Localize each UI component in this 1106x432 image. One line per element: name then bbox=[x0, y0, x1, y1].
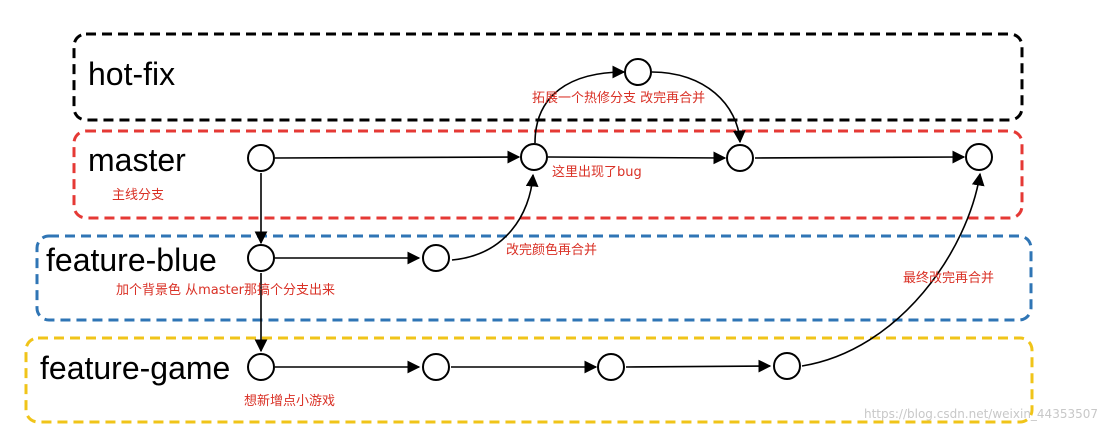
lane-label-master: master bbox=[88, 142, 186, 178]
edge-game-final-merge bbox=[801, 172, 985, 367]
feature-blue-lane-box bbox=[35, 234, 1033, 322]
commit-master-2 bbox=[520, 143, 548, 171]
commit-game-2 bbox=[422, 353, 450, 381]
commit-hotfix-1 bbox=[624, 58, 652, 86]
commit-blue-2 bbox=[422, 244, 450, 272]
feature-game-lane-box bbox=[24, 336, 1034, 424]
edge-blue-merge bbox=[451, 173, 539, 261]
note-final-merge: 最终改完再合并 bbox=[903, 270, 994, 286]
commit-game-1 bbox=[247, 353, 275, 381]
edge-master-1 bbox=[274, 150, 521, 164]
commit-blue-1 bbox=[247, 244, 275, 272]
commit-master-3 bbox=[726, 144, 754, 172]
edge-game-3 bbox=[625, 359, 772, 373]
hotfix-lane-box bbox=[72, 32, 1024, 122]
note-blue-branch: 加个背景色 从master那搞个分支出来 bbox=[116, 282, 335, 298]
watermark: https://blog.csdn.net/weixin_44353507 bbox=[864, 407, 1098, 421]
note-master-bug: 这里出现了bug bbox=[552, 164, 642, 180]
edge-hotfix-merge bbox=[651, 71, 746, 144]
master-lane-box bbox=[72, 129, 1024, 220]
note-blue-merge: 改完颜色再合并 bbox=[506, 242, 597, 258]
lane-label-feature-game: feature-game bbox=[40, 350, 230, 386]
commit-master-4 bbox=[965, 143, 993, 171]
lane-label-feature-blue: feature-blue bbox=[46, 242, 217, 278]
edge-hotfix-out bbox=[534, 65, 626, 144]
lane-label-hotfix: hot-fix bbox=[88, 56, 175, 92]
commit-game-3 bbox=[597, 353, 625, 381]
commit-game-4 bbox=[773, 352, 801, 380]
note-hotfix: 拓展一个热修分支 改完再合并 bbox=[532, 91, 705, 106]
edge-master-3 bbox=[754, 150, 966, 164]
note-game-new: 想新增点小游戏 bbox=[244, 393, 335, 409]
note-master-main: 主线分支 bbox=[112, 188, 164, 203]
edge-master-2 bbox=[547, 151, 727, 165]
commit-master-1 bbox=[247, 144, 275, 172]
